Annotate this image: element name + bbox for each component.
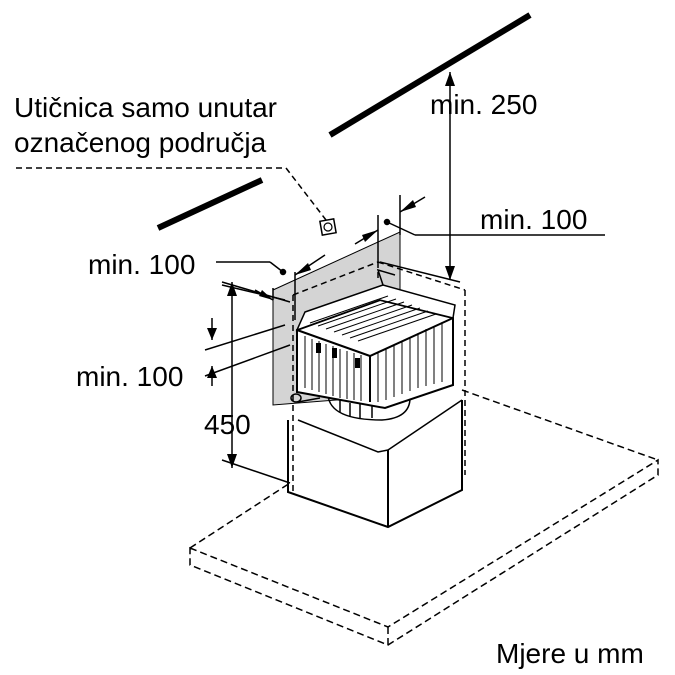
dim-label-min-100-right: min. 100 [480, 204, 587, 235]
outlet-note-line2: označenog područja [14, 127, 267, 158]
carbon-filter-module [295, 268, 456, 410]
dimension-450 [221, 281, 291, 484]
dim-label-min-100-left-lower: min. 100 [76, 361, 183, 392]
dimension-min-250 [379, 72, 461, 283]
dimension-min-100-left-lower [204, 318, 291, 386]
hood-canopy-outline [189, 389, 659, 646]
dim-label-min-250: min. 250 [430, 89, 537, 120]
dim-label-min-100-left-upper: min. 100 [88, 249, 195, 280]
hood-body [287, 399, 463, 529]
dim-label-450: 450 [204, 409, 251, 440]
chimney-outline [292, 261, 466, 492]
power-outlet-icon [319, 218, 337, 236]
dimension-min-100-right [354, 195, 605, 262]
ceiling-edge-line-lower [156, 177, 264, 231]
ceiling-edge-line-upper [328, 12, 532, 138]
outlet-note-line1: Utičnica samo unutar [14, 92, 277, 123]
outlet-leader-line [16, 167, 327, 221]
units-note: Mjere u mm [496, 638, 644, 669]
fan-motor [290, 393, 411, 421]
